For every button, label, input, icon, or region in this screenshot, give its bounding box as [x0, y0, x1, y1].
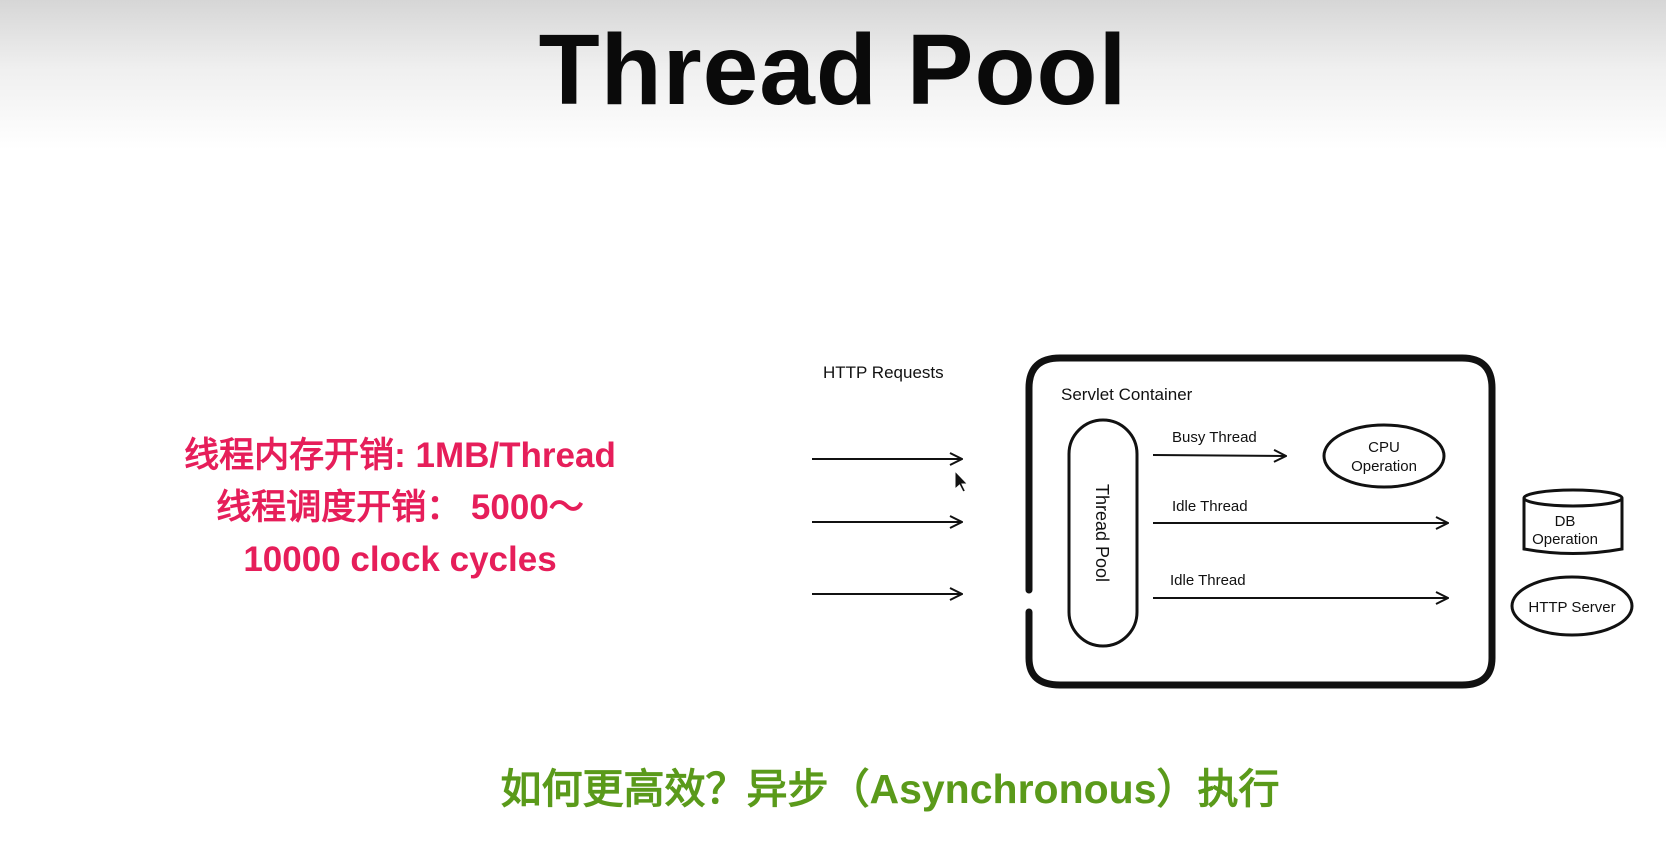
servlet-container-box: [1025, 354, 1496, 689]
thread-pool-label: Thread Pool: [1092, 484, 1112, 582]
http-server-label: HTTP Server: [1528, 599, 1615, 616]
cpu-operation-ellipse: [1322, 423, 1446, 489]
db-operation-cylinder: [1522, 488, 1624, 555]
db-operation-label-line1: DB: [1555, 513, 1576, 530]
memory-overhead-note: 线程内存开销: 1MB/Thread: [184, 436, 616, 475]
busy-thread-label: Busy Thread: [1172, 429, 1257, 446]
slide-title: Thread Pool: [538, 14, 1128, 126]
idle-thread-label-2: Idle Thread: [1170, 572, 1246, 589]
cpu-operation-label-line2: Operation: [1351, 458, 1417, 475]
async-question: 如何更高效？异步（Asynchronous）执行: [500, 766, 1280, 812]
thread-pool-box: [1067, 418, 1139, 648]
overhead-notes: 线程内存开销: 1MB/Thread 线程调度开销： 5000～ 10000 c…: [150, 430, 650, 586]
db-operation-label-line2: Operation: [1532, 531, 1598, 548]
clock-cycles-note: 10000 clock cycles: [243, 540, 557, 579]
servlet-container-label: Servlet Container: [1061, 385, 1193, 404]
cpu-operation-label-line1: CPU: [1368, 439, 1400, 456]
mouse-cursor-icon: [954, 469, 969, 493]
http-requests-label: HTTP Requests: [823, 363, 944, 382]
busy-thread-arrow: [1152, 455, 1286, 456]
title-band: [0, 0, 1666, 150]
scheduling-overhead-note: 线程调度开销： 5000～: [216, 488, 584, 527]
idle-thread-label-1: Idle Thread: [1172, 498, 1248, 515]
http-server-ellipse: [1510, 575, 1634, 637]
